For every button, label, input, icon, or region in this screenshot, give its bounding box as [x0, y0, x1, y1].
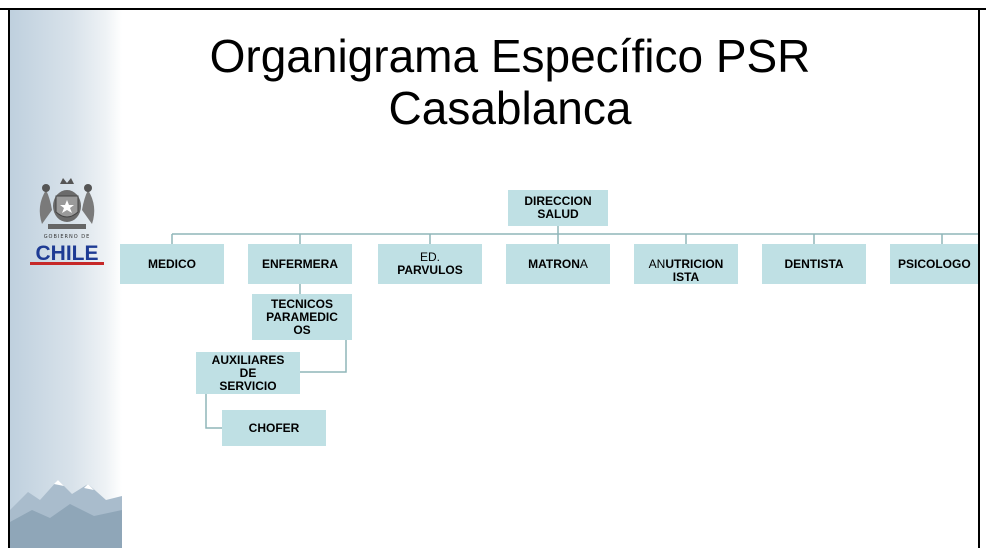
frame-right: [978, 8, 980, 548]
frame-left: [8, 8, 10, 548]
chile-coat-of-arms-icon: [39, 178, 95, 229]
org-node-direccion-salud: DIRECCION SALUD: [508, 190, 608, 226]
org-node-medico: MEDICO: [120, 244, 224, 284]
matrona-main: MATRON: [528, 256, 580, 271]
org-node-nutricionista: ANUTRICION ISTA: [634, 244, 738, 284]
title-line-1: Organigrama Específico PSR: [209, 30, 811, 82]
org-node-dentista: DENTISTA: [762, 244, 866, 284]
logo-brand-text: CHILE: [35, 242, 99, 265]
title-line-2: Casablanca: [388, 82, 632, 134]
org-node-tecnicos-paramedicos: TECNICOS PARAMEDIC OS: [252, 294, 352, 340]
page-title: Organigrama Específico PSR Casablanca: [110, 30, 910, 134]
nutricionista-main: UTRICION ISTA: [665, 256, 724, 284]
org-node-enfermera: ENFERMERA: [248, 244, 352, 284]
matrona-suffix: A: [579, 256, 588, 271]
org-node-auxiliares-servicio: AUXILIARES DE SERVICIO: [196, 352, 300, 394]
org-node-psicologo: PSICOLOGO: [890, 244, 978, 284]
nutricionista-prefix: AN: [648, 256, 666, 271]
frame-top: [0, 8, 986, 10]
ed-parvulos-main: PARVULOS: [397, 263, 463, 277]
logo-small-text: GOBIERNO DE: [43, 234, 91, 240]
left-decorative-band: [10, 10, 122, 548]
org-node-chofer: CHOFER: [222, 410, 326, 446]
mountain-image: [10, 480, 122, 548]
org-node-ed-parvulos: ED. PARVULOS: [378, 244, 482, 284]
logo-red-bar: [30, 262, 104, 265]
ed-parvulos-prefix: ED.: [419, 250, 440, 264]
